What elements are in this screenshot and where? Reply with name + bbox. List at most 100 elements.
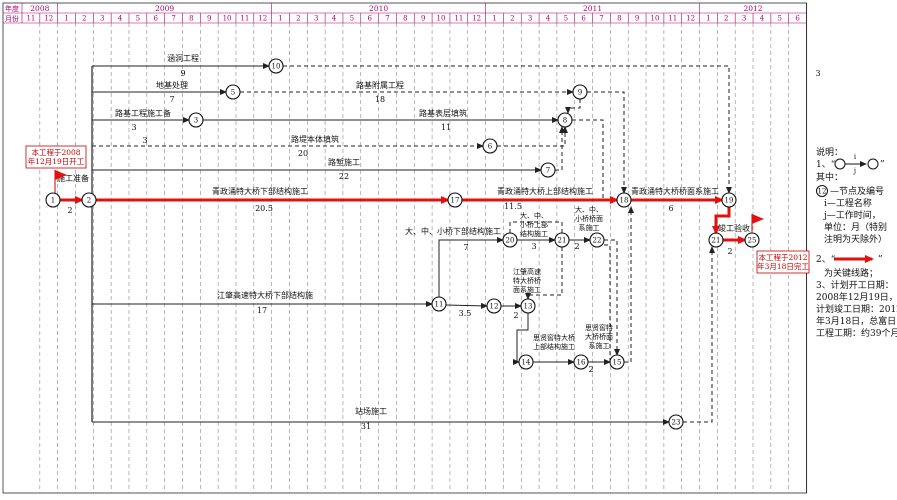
node-3-label: 3 bbox=[194, 117, 198, 125]
dummy-arrow-13-14 bbox=[513, 313, 529, 365]
legend-node-icon bbox=[816, 185, 828, 197]
node-7-label: 7 bbox=[546, 167, 550, 175]
month-label: 5 bbox=[778, 15, 782, 23]
year-label: 2009 bbox=[155, 4, 174, 13]
dummy-link-22-15 bbox=[604, 244, 611, 362]
end-flag-icon bbox=[752, 214, 764, 224]
month-label: 4 bbox=[332, 15, 337, 23]
activity-label: 3 bbox=[815, 69, 820, 78]
node-11-label: 11 bbox=[435, 301, 444, 309]
activity-label: 20 bbox=[298, 149, 308, 158]
node-17-label: 17 bbox=[451, 197, 460, 205]
legend-unit-line1: 单位：月（特别 bbox=[824, 221, 887, 233]
node-10-label: 10 bbox=[272, 63, 281, 71]
node-16-circle bbox=[573, 354, 589, 370]
dummy-arrow-7-8 bbox=[555, 126, 565, 171]
node-2-label: 2 bbox=[87, 197, 91, 205]
node-13-label: 13 bbox=[524, 303, 533, 311]
activity-label: 2 bbox=[67, 206, 72, 215]
legend: 说明：1、“ij”其中：12—节点及编号i—工程名称j—工作时间，单位：月（特别… bbox=[816, 146, 897, 339]
month-label: 5 bbox=[136, 15, 140, 23]
activity-label: 31 bbox=[361, 422, 371, 431]
activity-label: 路堑施工 bbox=[328, 157, 360, 167]
node-10-circle bbox=[268, 58, 284, 74]
activity-label: 6 bbox=[668, 204, 673, 213]
legend-symbol-j: j bbox=[853, 167, 856, 175]
activity-label: 江肇高速特大桥下部结构施 bbox=[217, 290, 313, 300]
activity-label: 3.5 bbox=[459, 309, 472, 318]
month-label: 7 bbox=[599, 15, 603, 23]
month-label: 7 bbox=[171, 15, 175, 23]
activity-label: 3 bbox=[142, 136, 147, 145]
activity-label-21-22: 大、中、小桥桥面系施工 bbox=[575, 205, 603, 232]
node-22-label: 22 bbox=[593, 237, 602, 245]
month-label: 6 bbox=[153, 15, 158, 23]
activity-label: 地基处理 bbox=[156, 80, 188, 90]
month-label: 6 bbox=[581, 15, 586, 23]
legend-item1-label: 1、“ bbox=[816, 159, 836, 170]
node-11-circle bbox=[431, 296, 447, 312]
dummy-arrow-21-13 bbox=[525, 247, 563, 300]
legend-node-i-icon bbox=[834, 158, 846, 170]
legend-i-desc: i—工程名称 bbox=[824, 197, 872, 209]
year-label: 2010 bbox=[369, 4, 388, 13]
node-24-label: 21 bbox=[712, 237, 721, 245]
node-9-circle bbox=[572, 84, 588, 100]
activity-label: 3 bbox=[531, 242, 536, 251]
month-label: 1 bbox=[492, 15, 496, 23]
legend-item2-end: ” bbox=[878, 255, 883, 265]
activity-arrow-11-20 bbox=[438, 237, 504, 297]
activity-label: 竣工验收 bbox=[718, 223, 750, 233]
month-label: 3 bbox=[528, 15, 532, 23]
node-21-label: 21 bbox=[558, 237, 567, 245]
node-24-circle bbox=[708, 232, 724, 248]
month-label: 7 bbox=[385, 15, 389, 23]
month-label: 2 bbox=[510, 15, 514, 23]
node-18-label: 18 bbox=[620, 197, 629, 205]
activity-label: 7 bbox=[463, 243, 468, 252]
month-label: 12 bbox=[44, 15, 53, 23]
node-5-circle bbox=[225, 84, 241, 100]
activity-label: 青政涌特大桥下部结构施工 bbox=[212, 186, 308, 196]
legend-node-number: 12 bbox=[818, 188, 827, 196]
month-label: 12 bbox=[258, 15, 267, 23]
legend-item3-line3: 计划竣工日期：2012 bbox=[816, 303, 897, 315]
legend-item3-line5: 工程工期：约39个月。 bbox=[816, 327, 897, 339]
node-25-label: 25 bbox=[748, 237, 757, 245]
month-label: 3 bbox=[742, 15, 746, 23]
month-label: 1 bbox=[706, 15, 710, 23]
month-label: 2 bbox=[724, 15, 728, 23]
activity-label: 大、中、小桥下部结构施工 bbox=[405, 226, 501, 236]
node-8-circle bbox=[557, 112, 573, 128]
month-label: 11 bbox=[668, 15, 677, 23]
month-label: 6 bbox=[367, 15, 372, 23]
activity-label: 17 bbox=[257, 306, 267, 315]
legend-item3-line4: 年3月18日，总富日 bbox=[816, 315, 896, 327]
node-6-circle bbox=[482, 138, 498, 154]
node-1-circle bbox=[45, 192, 61, 208]
end-annotation-box bbox=[756, 250, 810, 274]
activity-label: 11 bbox=[441, 123, 451, 132]
legend-symbol-i: i bbox=[854, 153, 857, 161]
node-7-circle bbox=[540, 162, 556, 178]
month-header-label: 月份 bbox=[5, 14, 19, 23]
activity-label: 2 bbox=[574, 242, 579, 251]
dummy-arrow-9-18 bbox=[587, 91, 627, 194]
diagram-frame bbox=[2, 2, 808, 494]
year-label: 2011 bbox=[583, 4, 602, 13]
month-label: 12 bbox=[472, 15, 481, 23]
node-1-label: 1 bbox=[51, 197, 55, 205]
activity-label: 青政涌特大桥桥面系施工 bbox=[631, 186, 719, 196]
activity-arrows bbox=[60, 63, 747, 425]
activity-label: 青政涌特大桥上部结构施工 bbox=[497, 186, 593, 196]
month-label: 4 bbox=[546, 15, 551, 23]
node-15-label: 15 bbox=[613, 359, 622, 367]
legend-item2-desc: 为关键线路； bbox=[824, 267, 878, 279]
node-20-circle bbox=[502, 232, 518, 248]
legend-item2-label: 2、“ bbox=[816, 254, 836, 265]
legend-item1-end: ” bbox=[880, 160, 885, 170]
